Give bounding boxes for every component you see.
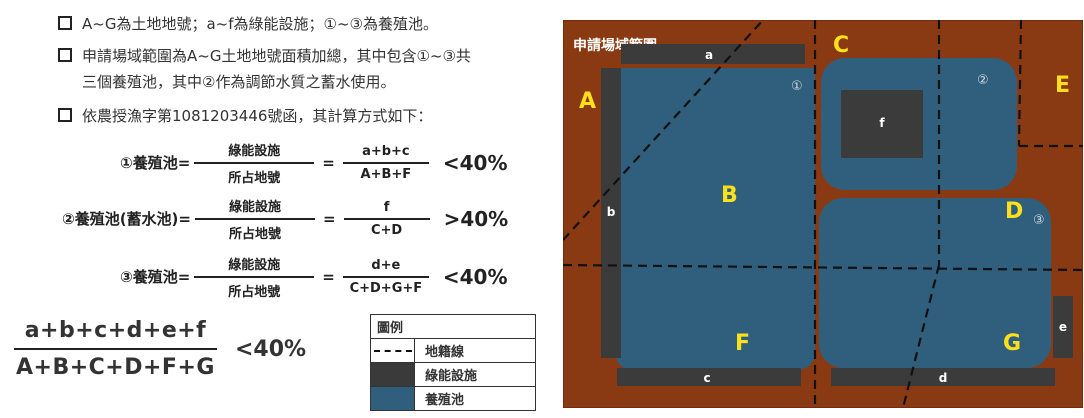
cadastral-lines: [562, 19, 1084, 409]
note-text: 依農授漁字第1081203446號函，其計算方式如下：: [82, 107, 433, 125]
cadastral-line: [562, 19, 764, 241]
formula-label: ①養殖池=: [120, 154, 191, 173]
cadastral-line: [901, 264, 941, 409]
bullet-square-icon: [58, 48, 72, 62]
facility-f: [841, 90, 923, 158]
fraction-bar: [194, 276, 315, 278]
note-2: 申請場域範圍為A~G土地地號面積加總，其中包含①~③共: [58, 46, 471, 66]
note-1: A~G為土地地號；a~f為綠能設施；①~③為養殖池。: [58, 14, 438, 34]
numerator: a+b+c: [362, 144, 410, 159]
lot-label-e: E: [1055, 73, 1070, 98]
denominator: 所占地號: [228, 284, 281, 300]
legend-title: 圖例: [377, 321, 404, 336]
note-text: 申請場域範圍為A~G土地地號面積加總，其中包含①~③共: [82, 47, 471, 65]
legend-label: 養殖池: [425, 393, 465, 408]
legend-title-row: 圖例: [371, 315, 535, 338]
formula-label: ②養殖池(蓄水池)=: [62, 210, 191, 229]
facility-label-d: d: [939, 371, 948, 385]
denominator: C+D: [370, 222, 403, 238]
facility-label-c: c: [703, 371, 710, 385]
facility-a: [621, 44, 805, 64]
total-numerator: a+b+c+d+e+f: [24, 318, 207, 343]
denominator: 所占地號: [228, 170, 281, 186]
comparison: >40%: [443, 206, 509, 231]
total-comparison: <40%: [234, 336, 307, 362]
legend: 圖例 地籍線 綠能設施 養殖池: [370, 314, 536, 411]
dashed-line-icon: [371, 339, 415, 362]
facility-label-e: e: [1059, 320, 1067, 334]
bullet-square-icon: [58, 16, 72, 30]
note-text: A~G為土地地號；a~f為綠能設施；①~③為養殖池。: [82, 15, 438, 33]
fraction-bar: [342, 276, 429, 278]
cadastral-line: [562, 263, 1084, 272]
dark-swatch-icon: [371, 363, 415, 386]
numerator: 綠能設施: [228, 258, 281, 273]
legend-label: 綠能設施: [425, 369, 478, 384]
equals-sign: =: [322, 267, 335, 286]
equals-sign: =: [322, 153, 335, 172]
note-text: 三個養殖池，其中②作為調節水質之蓄水使用。: [82, 73, 396, 91]
cadastral-line: [1017, 19, 1023, 147]
fraction-bar: [14, 348, 217, 350]
pool-label-2: ②: [977, 73, 989, 88]
fraction-bar: [343, 218, 430, 220]
bullet-square-icon: [58, 108, 72, 122]
denominator: C+D+G+F: [349, 280, 423, 296]
legend-item-pool: 養殖池: [371, 386, 535, 410]
site-map-svg: 申請場域範圍 A B C D E F G a: [562, 19, 1084, 409]
pool-1: [615, 68, 815, 370]
fraction-bar: [342, 162, 429, 164]
formula-label: ③養殖池=: [120, 268, 191, 287]
lot-label-a: A: [579, 89, 596, 114]
facility-label-b: b: [607, 205, 616, 219]
comparison: <40%: [442, 264, 508, 289]
numerator: d+e: [371, 258, 401, 273]
numerator: 綠能設施: [228, 200, 281, 215]
facility-e: [1053, 296, 1073, 358]
facility-c: [617, 368, 801, 386]
blue-swatch-icon: [371, 387, 415, 410]
fraction-bar: [194, 162, 315, 164]
pool-label-1: ①: [791, 79, 803, 94]
numerator: f: [383, 200, 390, 215]
note-2-cont: 三個養殖池，其中②作為調節水質之蓄水使用。: [58, 72, 395, 92]
pool-label-3: ③: [1033, 213, 1045, 228]
legend-label: 地籍線: [425, 345, 465, 360]
lot-label-g: G: [1003, 331, 1021, 356]
fraction: 綠能設施所占地號: [194, 254, 315, 300]
lot-label-c: C: [833, 33, 849, 58]
note-3: 依農授漁字第1081203446號函，其計算方式如下：: [58, 106, 432, 126]
denominator: A+B+F: [360, 166, 412, 182]
lot-label-f: F: [735, 331, 750, 356]
legend-item-facility: 綠能設施: [371, 362, 535, 386]
denominator: 所占地號: [228, 226, 281, 242]
numerator: 綠能設施: [228, 144, 281, 159]
fraction: 綠能設施所占地號: [194, 140, 315, 186]
fraction: 綠能設施所占地號: [194, 196, 315, 242]
lot-label-b: B: [721, 183, 738, 208]
facility-label-f: f: [879, 116, 885, 130]
facility-b: [601, 68, 621, 358]
lot-label-d: D: [1005, 199, 1023, 224]
legend-item-cadastral: 地籍線: [371, 338, 535, 362]
equals-sign: =: [322, 209, 336, 228]
site-map: 申請場域範圍 A B C D E F G a: [562, 19, 1084, 409]
comparison: <40%: [442, 150, 508, 175]
facility-label-a: a: [705, 48, 713, 62]
facility-d: [831, 368, 1055, 386]
total-denominator: A+B+C+D+F+G: [16, 355, 215, 380]
fraction-bar: [194, 218, 315, 220]
